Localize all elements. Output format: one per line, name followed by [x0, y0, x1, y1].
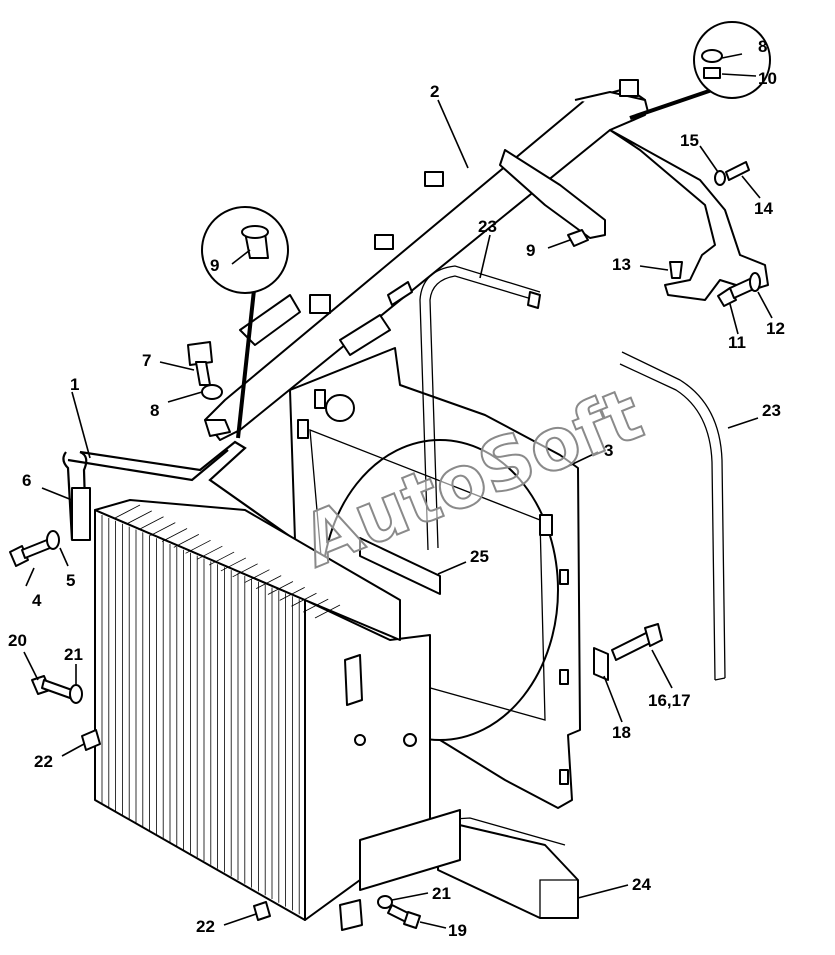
nut-22-lower: [253, 901, 271, 921]
nut-22-upper: [81, 729, 101, 751]
grid-line: [232, 563, 258, 578]
callout-6: 6: [22, 471, 31, 490]
callout-4: 4: [32, 591, 42, 610]
callout-25: 25: [470, 547, 489, 566]
grid-line: [173, 534, 200, 548]
callout-5: 5: [66, 571, 75, 590]
grid-line: [208, 551, 235, 566]
detail-circle-8-10: [629, 21, 771, 120]
plate-18: [593, 647, 609, 681]
washer-8: [201, 384, 223, 400]
callout-15: 15: [680, 131, 699, 150]
detail-circle-9: [201, 206, 289, 439]
nut-9: [567, 229, 589, 247]
callout-10: 10: [758, 69, 777, 88]
bolt-19: [387, 904, 421, 929]
grid-line: [220, 557, 247, 572]
grid-line: [291, 592, 317, 607]
callout-20: 20: [8, 631, 27, 650]
callout-19: 19: [448, 921, 467, 940]
callout-8-upper: 8: [758, 37, 767, 56]
grid-line: [126, 510, 152, 525]
grid-line: [185, 539, 211, 554]
grid-line: [138, 516, 164, 531]
grid-line: [150, 522, 176, 537]
grid-line: [303, 598, 329, 613]
bolt-14: [725, 161, 750, 181]
callout-9: 9: [526, 241, 535, 260]
callout-1: 1: [70, 375, 79, 394]
grid-line: [114, 504, 141, 519]
callout-24: 24: [632, 875, 651, 894]
hardware: [9, 161, 761, 929]
bolt-20: [31, 675, 73, 699]
callout-labels: 1 2 3 4 5 6 7 8 8 9 9 10 11 12 13 14 15 …: [8, 37, 785, 940]
callout-2: 2: [430, 82, 439, 101]
callout-12: 12: [766, 319, 785, 338]
callout-21-lower: 21: [432, 884, 451, 903]
bolt-7: [187, 341, 213, 386]
grid-line: [267, 581, 294, 595]
radiator-fins: [101, 515, 300, 915]
grid-line: [255, 575, 282, 589]
callout-14: 14: [754, 199, 773, 218]
callout-23-left: 23: [478, 217, 497, 236]
callout-13: 13: [612, 255, 631, 274]
callout-11: 11: [728, 333, 746, 352]
callout-9-detail: 9: [210, 256, 219, 275]
radiator-top-grid: [114, 504, 341, 619]
top-support-frame: [204, 79, 769, 441]
washer-21-upper: [69, 684, 83, 704]
washer-21-lower: [377, 895, 393, 909]
washer-5: [46, 530, 60, 550]
grid-line: [197, 545, 223, 560]
grid-line: [279, 586, 305, 601]
grid-line: [161, 528, 188, 542]
pin-13: [669, 261, 683, 279]
grid-line: [244, 569, 270, 584]
foam-strip: [359, 537, 441, 595]
callout-22-lower: 22: [196, 917, 215, 936]
washer-15: [714, 170, 726, 186]
leader-lines: [23, 53, 773, 929]
callout-21-upper: 21: [64, 645, 83, 664]
callout-23-right: 23: [762, 401, 781, 420]
bolt-16-17: [611, 623, 663, 661]
callout-18: 18: [612, 723, 631, 742]
callout-16-17: 16,17: [648, 691, 691, 710]
grid-line: [314, 604, 341, 619]
callout-7: 7: [142, 351, 151, 370]
callout-8-lower: 8: [150, 401, 159, 420]
callout-3: 3: [604, 441, 613, 460]
washer-12: [749, 272, 761, 292]
seal-strip-right: [619, 351, 726, 681]
callout-22-upper: 22: [34, 752, 53, 771]
radiator-core: [94, 499, 461, 931]
